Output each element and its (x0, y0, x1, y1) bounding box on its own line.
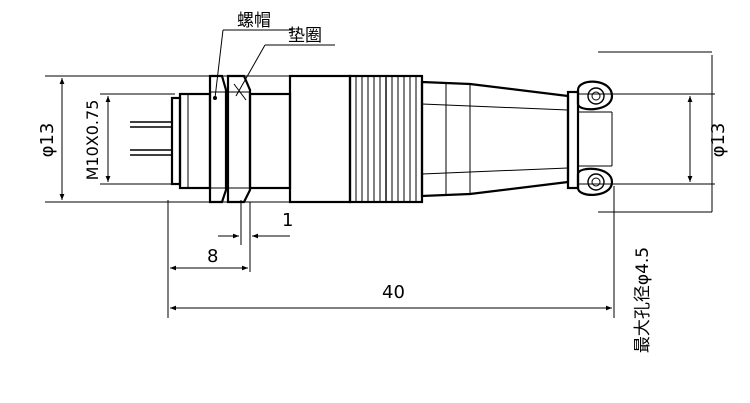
connector-body (130, 74, 614, 204)
dim-dia-left: φ13 (37, 123, 58, 158)
dim-length-1: 1 (282, 210, 293, 231)
dim-dia-right: φ13 (708, 123, 729, 158)
label-nut: 螺帽 (237, 11, 271, 31)
label-washer: 垫圈 (288, 26, 322, 46)
dim-length-40: 40 (382, 282, 405, 303)
dimension-lines (45, 29, 715, 318)
dim-length-8: 8 (207, 246, 218, 267)
knurl-pattern (355, 76, 417, 202)
dim-max-hole: 最大孔径φ4.5 (633, 247, 653, 353)
dim-thread: M10X0.75 (83, 100, 102, 181)
